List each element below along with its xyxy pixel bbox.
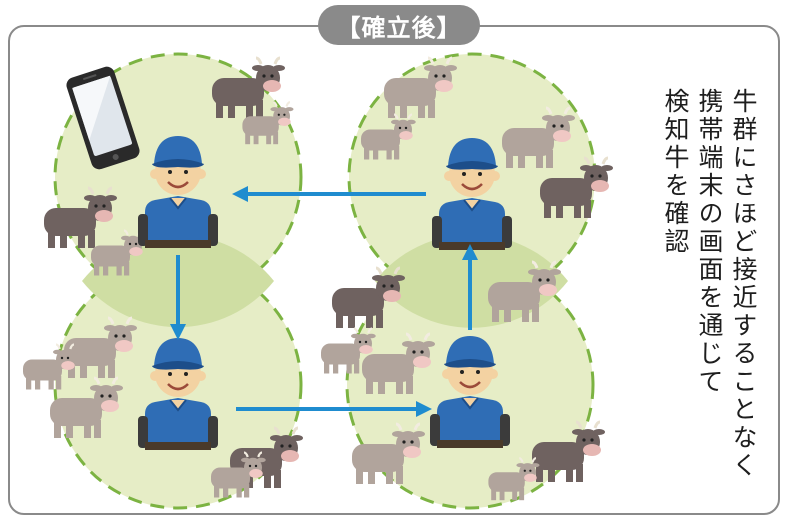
caption-line-1: 牛群にさほど接近することなく xyxy=(729,88,758,480)
smartphone-icon xyxy=(66,66,140,170)
title-badge: 【確立後】 xyxy=(318,5,480,45)
caption-line-2: 携帯端末の画面を通じて xyxy=(695,88,724,396)
caption-line-3: 検知牛を確認 xyxy=(661,88,690,256)
